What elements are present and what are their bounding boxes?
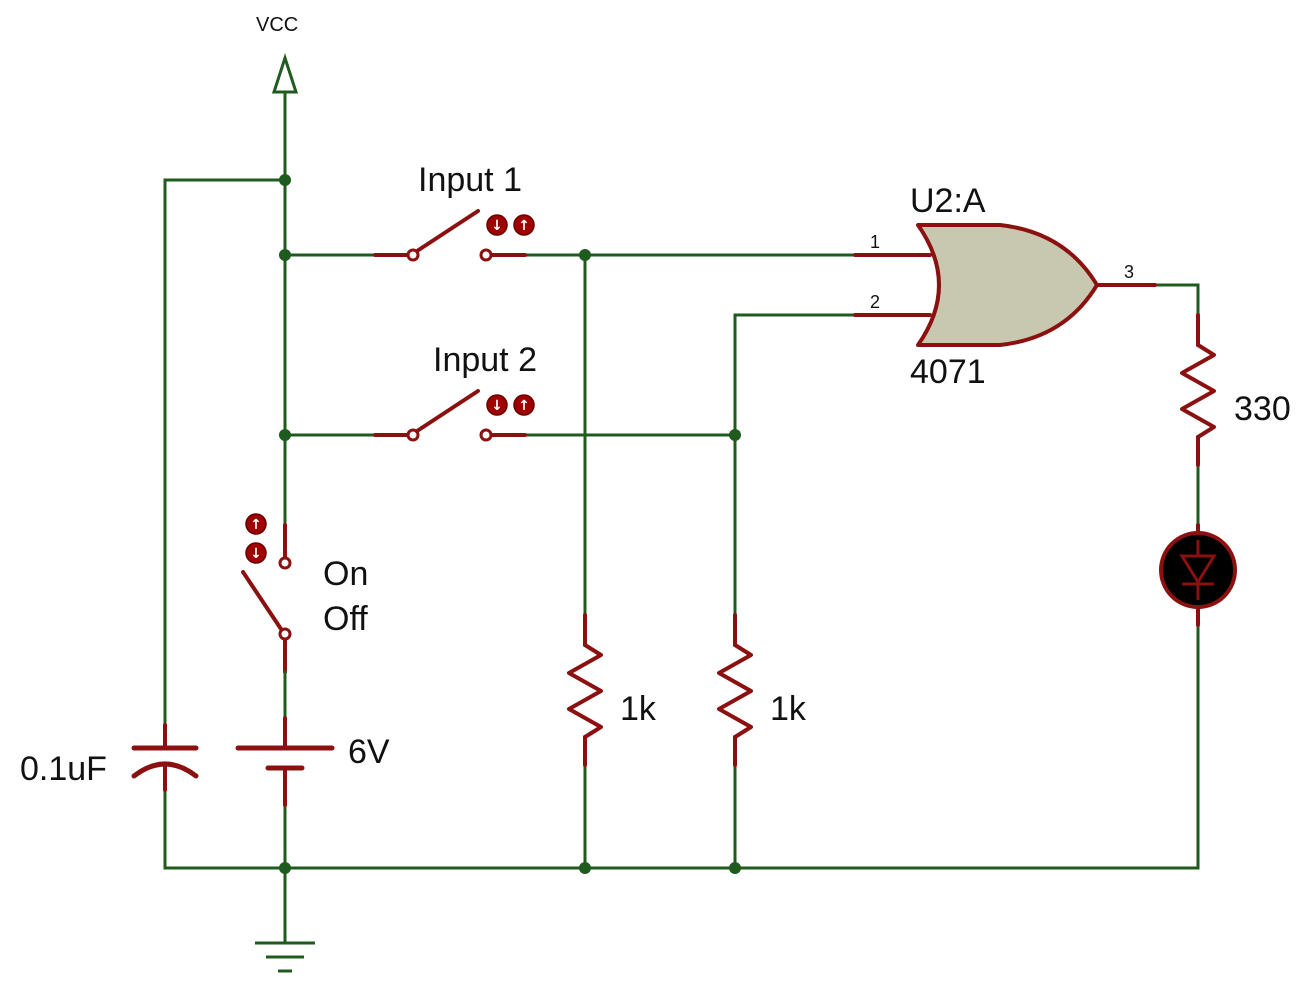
resistor-330-label: 330 <box>1234 390 1291 428</box>
input1-switch[interactable]: ↓ ↑ Input 1 <box>373 161 535 262</box>
vcc-label: VCC <box>256 14 298 36</box>
input2-label: Input 2 <box>433 341 537 379</box>
gate-name-label: U2:A <box>910 182 986 220</box>
on-label: On <box>323 555 368 593</box>
input1-label: Input 1 <box>418 161 522 199</box>
battery-label: 6V <box>348 733 390 771</box>
resistor-330: 330 <box>1180 313 1291 467</box>
capacitor: 0.1uF <box>20 723 199 792</box>
input2-button-down[interactable]: ↓ <box>486 394 508 416</box>
arrow-up-icon: ↑ <box>518 218 530 234</box>
led <box>1159 523 1237 627</box>
arrow-up-icon: ↑ <box>250 517 262 533</box>
gate-part-label: 4071 <box>910 353 986 391</box>
off-label: Off <box>323 600 368 638</box>
power-button-down[interactable]: ↓ <box>245 542 267 564</box>
input1-button-up[interactable]: ↑ <box>513 214 535 236</box>
pin2-label: 2 <box>870 292 880 312</box>
resistor-1k-a: 1k <box>567 613 657 767</box>
input2-button-up[interactable]: ↑ <box>513 394 535 416</box>
arrow-down-icon: ↓ <box>491 398 503 414</box>
resistor-1k-b: 1k <box>717 613 807 767</box>
power-switch[interactable]: ↑ ↓ On Off <box>241 513 368 674</box>
junction-nodes <box>279 174 741 874</box>
arrow-down-icon: ↓ <box>250 546 262 562</box>
pin1-label: 1 <box>870 232 880 252</box>
input2-switch[interactable]: ↓ ↑ Input 2 <box>373 341 537 442</box>
power-button-up[interactable]: ↑ <box>245 513 267 535</box>
resistor-1k-a-label: 1k <box>620 690 657 728</box>
pin3-label: 3 <box>1124 262 1134 282</box>
vcc-terminal: VCC <box>256 14 298 94</box>
resistor-1k-b-label: 1k <box>770 690 807 728</box>
input1-button-down[interactable]: ↓ <box>486 214 508 236</box>
battery: 6V <box>235 716 390 807</box>
arrow-down-icon: ↓ <box>491 218 503 234</box>
capacitor-label: 0.1uF <box>20 750 107 788</box>
arrow-up-icon: ↑ <box>518 398 530 414</box>
or-gate: 1 2 3 U2:A 4071 <box>853 182 1157 391</box>
wires <box>163 90 1200 945</box>
ground-symbol <box>255 941 315 973</box>
